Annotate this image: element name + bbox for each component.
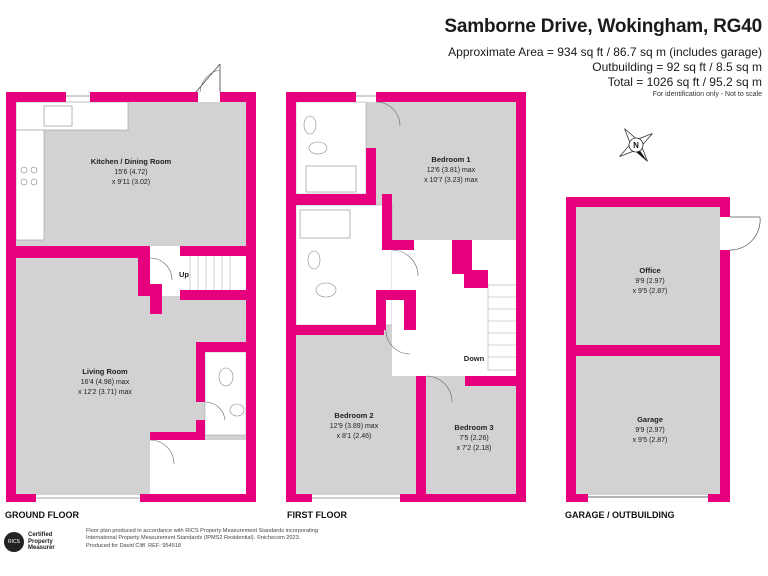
bedroom1-dim1: 12'6 (3.81) max: [427, 167, 476, 174]
entrance-floor: [150, 440, 246, 495]
garage-dim1: 9'9 (2.97): [635, 427, 664, 434]
compass-icon: [619, 128, 653, 162]
stairs-down-label: Down: [464, 354, 485, 363]
first-floor-plan: [286, 92, 526, 502]
footer-line-3: Produced for David Cliff. REF: 954518: [86, 542, 182, 549]
office-dim1: 9'9 (2.97): [635, 278, 664, 285]
outbuilding-plan: [566, 197, 761, 502]
wc-icon: [308, 141, 328, 155]
office-name: Office: [639, 266, 660, 275]
wc-icon: [218, 367, 234, 387]
hob-icon: [20, 166, 28, 174]
bedroom3-dim2: x 7'2 (2.18): [457, 445, 492, 452]
stairs-up: [189, 254, 231, 296]
stairs-up-label: Up: [179, 270, 189, 279]
worktop-side: [15, 129, 45, 241]
stairs-down: [487, 284, 519, 371]
approximate-area: Approximate Area = 934 sq ft / 86.7 sq m…: [448, 45, 762, 59]
footer-disclaimer: Floor plan produced in accordance with R…: [86, 528, 318, 550]
kitchen-dim2: x 9'11 (3.02): [112, 179, 150, 186]
kitchen-dim1: 15'6 (4.72): [114, 169, 147, 176]
living-dim2: x 12'2 (3.71) max: [78, 389, 132, 396]
bedroom2-dim2: x 8'1 (2.46): [337, 433, 372, 440]
garage-dim2: x 9'5 (2.87): [633, 437, 668, 444]
rics-logo-icon: RICS: [4, 532, 24, 552]
outbuilding-label: GARAGE / OUTBUILDING: [565, 510, 675, 520]
living-dim1: 16'4 (4.98) max: [81, 379, 130, 386]
property-title: Samborne Drive, Wokingham, RG40: [444, 16, 762, 37]
shower-icon: [305, 165, 357, 193]
garage-name: Garage: [637, 415, 663, 424]
basin-icon: [303, 115, 317, 135]
bath-icon: [299, 209, 351, 239]
office-dim2: x 9'5 (2.87): [633, 288, 668, 295]
office-door-icon: [729, 216, 761, 251]
ground-floor-label: GROUND FLOOR: [5, 510, 79, 520]
first-floor-label: FIRST FLOOR: [287, 510, 347, 520]
rics-badge: RICS Certified Property Measurer: [4, 530, 68, 554]
ground-floor-plan: [6, 63, 256, 502]
patio-door-icon: [195, 63, 221, 93]
footer-line-1: Floor plan produced in accordance with R…: [86, 528, 318, 534]
kitchen-name: Kitchen / Dining Room: [91, 157, 172, 166]
door-swing-icon: [149, 257, 173, 281]
bedroom1-name: Bedroom 1: [431, 155, 470, 164]
bedroom2-name: Bedroom 2: [334, 411, 373, 420]
bedroom1-dim2: x 10'7 (3.23) max: [424, 177, 478, 184]
bedroom3-dim1: 7'5 (2.26): [459, 435, 488, 442]
compass-label: N: [633, 141, 639, 150]
outbuilding-area: Outbuilding = 92 sq ft / 8.5 sq m: [592, 60, 762, 74]
bedroom2-dim1: 12'9 (3.89) max: [330, 423, 379, 430]
basin-icon: [229, 403, 245, 417]
living-name: Living Room: [82, 367, 128, 376]
bedroom3-name: Bedroom 3: [454, 423, 493, 432]
total-area: Total = 1026 sq ft / 95.2 sq m: [607, 75, 762, 89]
sink-icon: [43, 105, 73, 127]
footer-line-2: International Property Measurement Stand…: [86, 535, 301, 542]
cloakroom-floor: [204, 351, 247, 436]
badge-text: Certified Property Measurer: [28, 532, 55, 552]
identification-note: For identification only - Not to scale: [652, 91, 762, 98]
